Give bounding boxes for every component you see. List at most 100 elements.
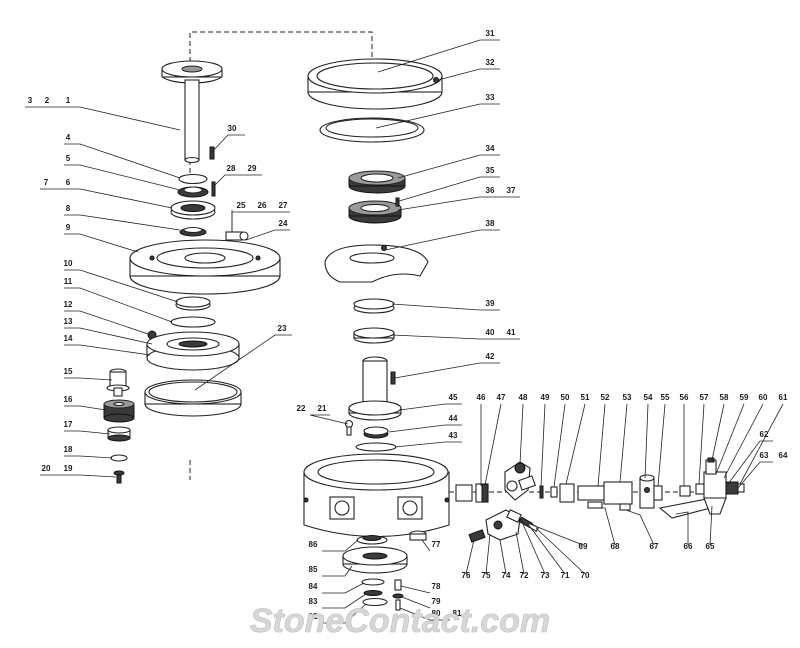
callout-number-23: 23 [278,324,287,333]
bottom-seal-part [356,535,388,545]
callout-number-19: 19 [64,464,73,473]
base-plate-part [129,239,281,295]
watermark-text: StoneContact.com [250,602,550,640]
callout-number-8: 8 [66,204,71,213]
gear-part [103,399,135,423]
callout-number-73: 73 [541,571,550,580]
top-ring-housing-part [307,58,443,110]
callout-number-56: 56 [680,393,689,402]
callout-number-69: 69 [579,542,588,551]
motor-mount-part [639,474,663,509]
callout-number-35: 35 [486,166,495,175]
callout-number-24: 24 [279,219,288,228]
callout-number-78: 78 [432,582,441,591]
callout-number-9: 9 [66,223,71,232]
column-shaft-part [348,356,402,421]
large-ring-part [144,379,242,417]
left-parts-stack [103,31,373,484]
callout-number-74: 74 [502,571,511,580]
callout-number-14: 14 [64,334,73,343]
callout-number-62: 62 [760,430,769,439]
sleeve-part [559,483,575,503]
callout-number-50: 50 [561,393,570,402]
callout-number-53: 53 [623,393,632,402]
gear-shaft-part [106,368,130,397]
callout-number-32: 32 [486,58,495,67]
fitting-part [225,210,249,241]
callout-number-64: 64 [779,451,788,460]
callout-number-25: 25 [237,201,246,210]
gearbox-housing-part [303,453,450,537]
callout-number-55: 55 [661,393,670,402]
callout-number-2: 2 [45,96,50,105]
bearing-part [177,186,209,198]
callout-number-71: 71 [561,571,570,580]
slewing-gear-part [348,170,406,194]
ring-part [178,173,208,185]
coupling-part [455,484,473,502]
callout-number-72: 72 [520,571,529,580]
callout-number-15: 15 [64,367,73,376]
column-bearing-part [353,298,395,314]
washer-83-part [363,590,383,596]
washer-82-part [362,597,388,607]
callout-number-67: 67 [650,542,659,551]
callout-number-12: 12 [64,300,73,309]
callout-number-22: 22 [297,404,306,413]
housing-flange-part [146,331,240,371]
callout-number-66: 66 [684,542,693,551]
washer-84-part [361,578,385,586]
callout-number-34: 34 [486,144,495,153]
callout-number-17: 17 [64,420,73,429]
callout-number-13: 13 [64,317,73,326]
callout-number-43: 43 [449,431,458,440]
callout-number-45: 45 [449,393,458,402]
callout-number-61: 61 [779,393,788,402]
spindle-shaft-part [161,60,223,164]
callout-number-57: 57 [700,393,709,402]
spacer-ring-part [355,442,397,452]
flange-part [170,200,216,220]
callout-number-41: 41 [507,328,516,337]
second-gear-part [348,197,402,224]
spring-part [179,226,207,237]
callout-number-10: 10 [64,259,73,268]
callout-number-39: 39 [486,299,495,308]
spacer-part [550,486,558,498]
bottom-bolts-part [392,579,404,611]
callout-number-27: 27 [279,201,288,210]
callout-number-84: 84 [309,582,318,591]
valve-body-part [504,461,536,501]
washer-part [110,454,128,462]
callout-number-68: 68 [611,542,620,551]
thin-ring-part [170,316,216,328]
callout-number-42: 42 [486,352,495,361]
callout-number-81: 81 [453,609,462,618]
callout-number-11: 11 [64,277,73,286]
callout-number-6: 6 [66,178,71,187]
callout-number-83: 83 [309,597,318,606]
callout-number-5: 5 [66,154,71,163]
callout-number-47: 47 [497,393,506,402]
callout-number-4: 4 [66,133,71,142]
lower-valve-group-part [468,509,540,543]
callout-number-80: 80 [432,609,441,618]
callout-number-18: 18 [64,445,73,454]
callout-number-82: 82 [309,612,318,621]
callout-number-3: 3 [28,96,33,105]
callout-number-85: 85 [309,565,318,574]
cam-plate-part [324,244,429,283]
callout-number-86: 86 [309,540,318,549]
thin-seal-ring-part [319,117,425,143]
bearing-ring-part [353,327,395,344]
callout-number-21: 21 [318,404,327,413]
callout-number-28: 28 [227,164,236,173]
nut-part [113,470,125,484]
callout-number-29: 29 [248,164,257,173]
callout-number-79: 79 [432,597,441,606]
drive-bearing-part [475,483,489,503]
callout-number-33: 33 [486,93,495,102]
thin-washer-part [539,485,544,499]
lower-bearing-part [363,426,389,439]
